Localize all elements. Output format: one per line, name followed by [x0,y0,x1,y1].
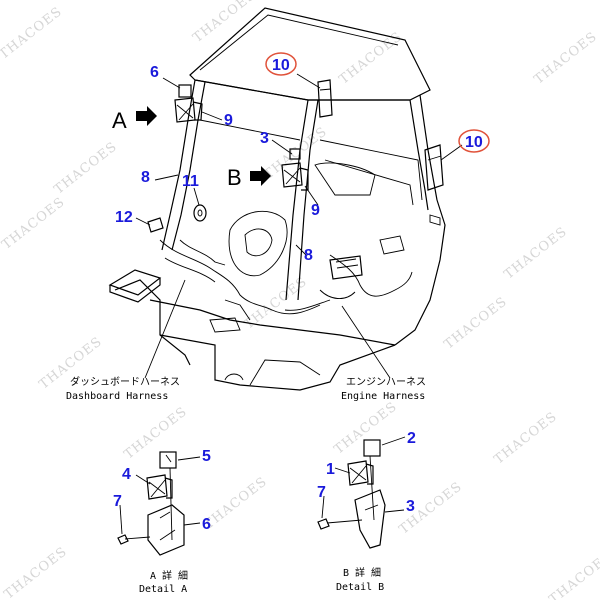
watermark: THACOES [52,139,121,197]
callout-5: 5 [202,448,211,465]
watermark: THACOES [2,544,71,600]
callout-9: 9 [311,202,320,219]
arrow-right-icon [136,106,157,126]
callout-1: 1 [326,461,335,478]
engine-harness-en: Engine Harness [341,391,425,402]
callout-7: 7 [317,484,326,501]
callout-8: 8 [304,247,313,264]
part-2-box [363,439,381,457]
detail-a-caption-jp: A 詳 細 [150,569,188,582]
detail-b: 2 1 7 3 B 詳 細 Detail B [317,430,416,593]
highlight-circle [265,52,297,76]
callout-9: 9 [224,112,233,129]
view-arrow-a: A [112,106,157,133]
callout-10: 10 [272,57,290,74]
watermark: THACOES [262,124,331,182]
watermark: THACOES [0,195,68,253]
callout-10: 10 [465,134,483,151]
arrow-right-icon [250,166,271,186]
callout-3: 3 [260,130,269,147]
cab-drawing [108,7,446,391]
callout-11: 11 [182,173,199,190]
dashboard-harness-jp: ダッシュボードハーネス [70,375,180,388]
engine-harness-jp: エンジンハーネス [346,376,426,388]
detail-b-caption-en: Detail B [336,582,384,593]
watermark: THACOES [492,409,561,467]
watermark: THACOES [202,474,271,532]
view-label-a: A [112,108,127,133]
callout-4: 4 [122,466,131,483]
leader-lines [135,73,463,379]
view-arrow-b: B [227,165,271,190]
watermark: THACOES [502,224,571,282]
watermark: THACOES [547,549,600,600]
watermark: THACOES [532,29,600,87]
highlight-circle [458,129,490,153]
part-5-box [159,451,177,469]
view-label-b: B [227,165,242,190]
detail-b-caption-jp: B 詳 細 [343,566,381,579]
main-callouts: 6 9 8 11 12 3 9 8 10 10 [115,52,490,264]
callout-2: 2 [407,430,416,447]
callout-12: 12 [115,209,133,226]
watermark: THACOES [0,4,65,62]
callout-6: 6 [202,516,211,533]
watermark: THACOES [122,404,191,462]
callout-6: 6 [150,64,159,81]
detail-a-caption-en: Detail A [139,584,187,595]
callout-3: 3 [406,498,415,515]
watermark: THACOES [332,399,401,457]
engine-harness-caption: エンジンハーネス Engine Harness [341,376,426,402]
callout-7: 7 [113,493,122,510]
watermark: THACOES [442,294,511,352]
callout-8: 8 [141,169,150,186]
detail-a: 5 4 7 6 A 詳 細 Detail A [113,448,211,595]
dashboard-harness-caption: ダッシュボードハーネス Dashboard Harness [66,375,180,402]
dashboard-harness-en: Dashboard Harness [66,391,168,402]
